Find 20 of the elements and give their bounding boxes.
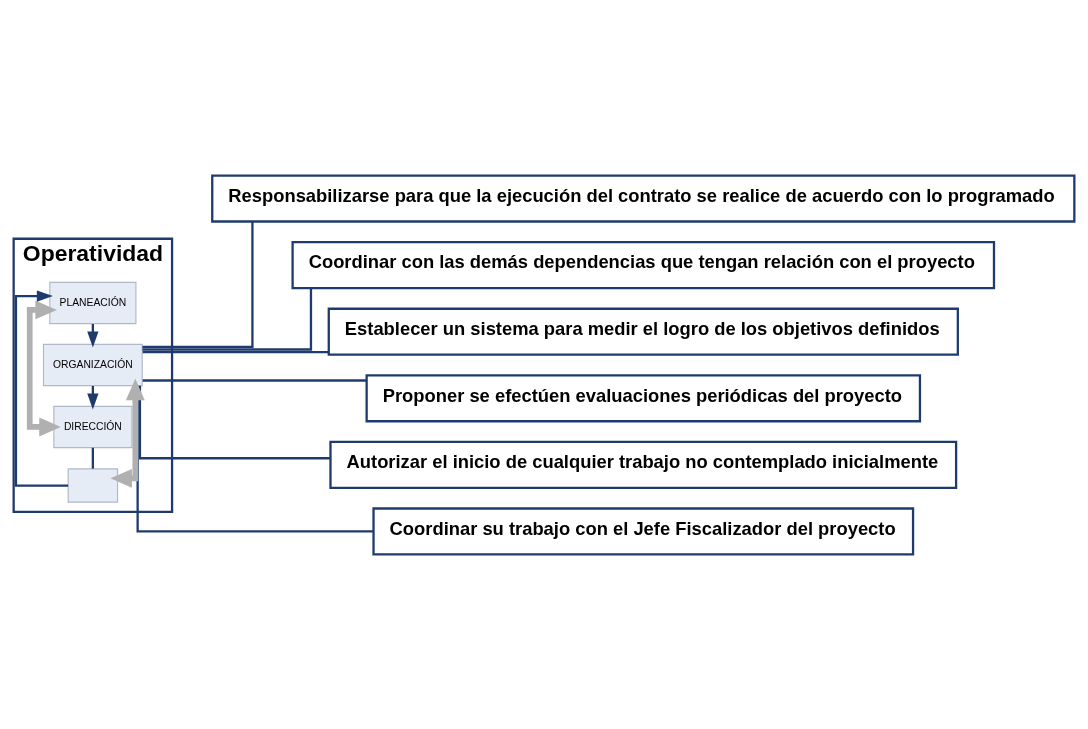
connector <box>142 350 329 353</box>
node-box: Proponer se efectúen evaluaciones periódicas del proyecto <box>365 373 922 422</box>
connector <box>142 378 367 382</box>
node-box: Autorizar el inicio de cualquier trabajo no contemplado inicialmente <box>329 440 958 489</box>
node-box <box>67 467 119 503</box>
connector <box>136 385 374 533</box>
arrow <box>26 299 61 436</box>
arrow <box>110 378 145 488</box>
node-box: Coordinar con las demás dependencias que tengan relación con el proyecto <box>291 240 996 289</box>
node-box: Establecer un sistema para medir el logro de los objetivos definidos <box>327 307 959 356</box>
arrow <box>14 290 69 487</box>
connector <box>142 287 313 351</box>
node-box: Coordinar su trabajo con el Jefe Fiscalizador del proyecto <box>372 506 915 556</box>
node-box: DIRECCIÓN <box>53 405 133 448</box>
connector <box>138 385 331 459</box>
node-box: PLANEACIÓN <box>49 281 137 324</box>
node-box: ORGANIZACIÓN <box>42 343 143 386</box>
node-box: Responsabilizarse para que la ejecución del contrato se realice de acuerdo con lo programado <box>211 173 1076 223</box>
connector <box>142 221 254 348</box>
connector <box>91 447 94 469</box>
